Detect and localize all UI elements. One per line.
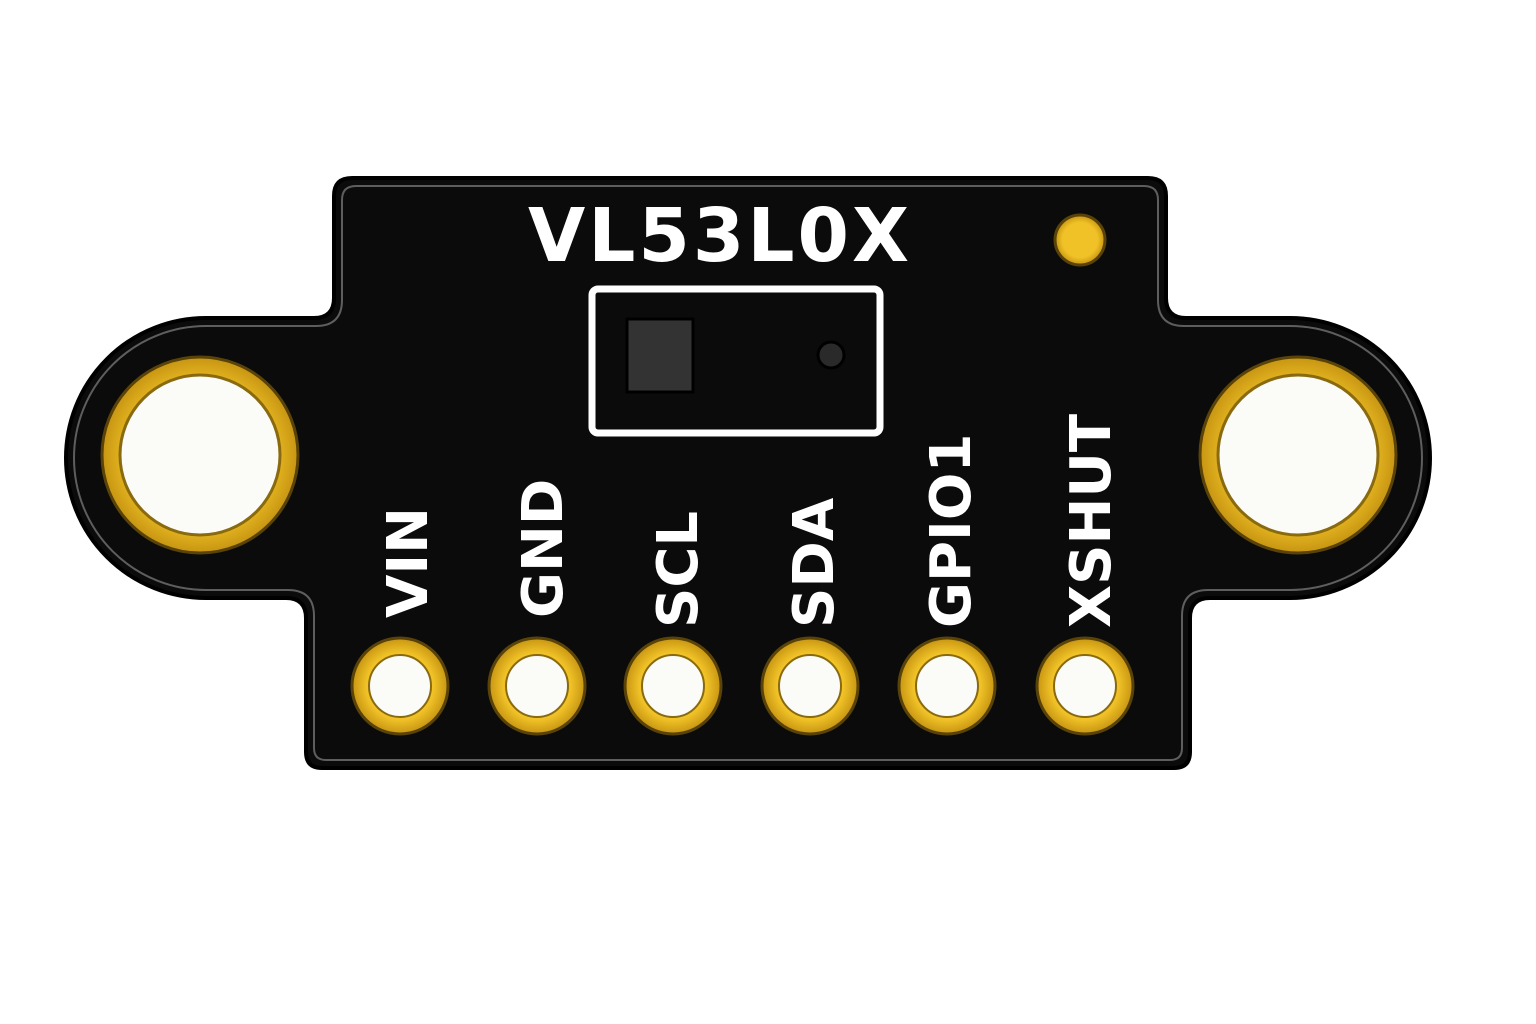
pin-label-xshut: XSHUT (1059, 414, 1124, 628)
pin-label-gpio1: GPIO1 (919, 434, 984, 628)
mounting-hole-left (100, 355, 300, 555)
board-title: VL53L0X (528, 193, 912, 279)
pin-label-vin: VIN (376, 507, 441, 618)
pin-pad-sda (760, 636, 860, 736)
sensor-window (625, 317, 695, 394)
pin-pad-xshut (1035, 636, 1135, 736)
sensor-chip-icon (588, 285, 884, 437)
pin-pads (350, 636, 1135, 736)
pin-label-scl: SCL (646, 511, 711, 628)
pin-label-sda: SDA (782, 497, 847, 628)
pin-labels: VIN GND SCL SDA GPIO1 XSHUT (376, 414, 1124, 628)
mounting-hole-right (1198, 355, 1398, 555)
indicator-dot-icon (1053, 213, 1107, 267)
pcb-edge-line (73, 185, 1423, 761)
pin-pad-vin (350, 636, 450, 736)
pin-pad-gpio1 (897, 636, 997, 736)
pin-pad-gnd (487, 636, 587, 736)
sensor-emitter (816, 340, 846, 370)
pcb-outline (64, 176, 1432, 770)
pin-label-gnd: GND (511, 479, 576, 618)
pin-pad-scl (623, 636, 723, 736)
